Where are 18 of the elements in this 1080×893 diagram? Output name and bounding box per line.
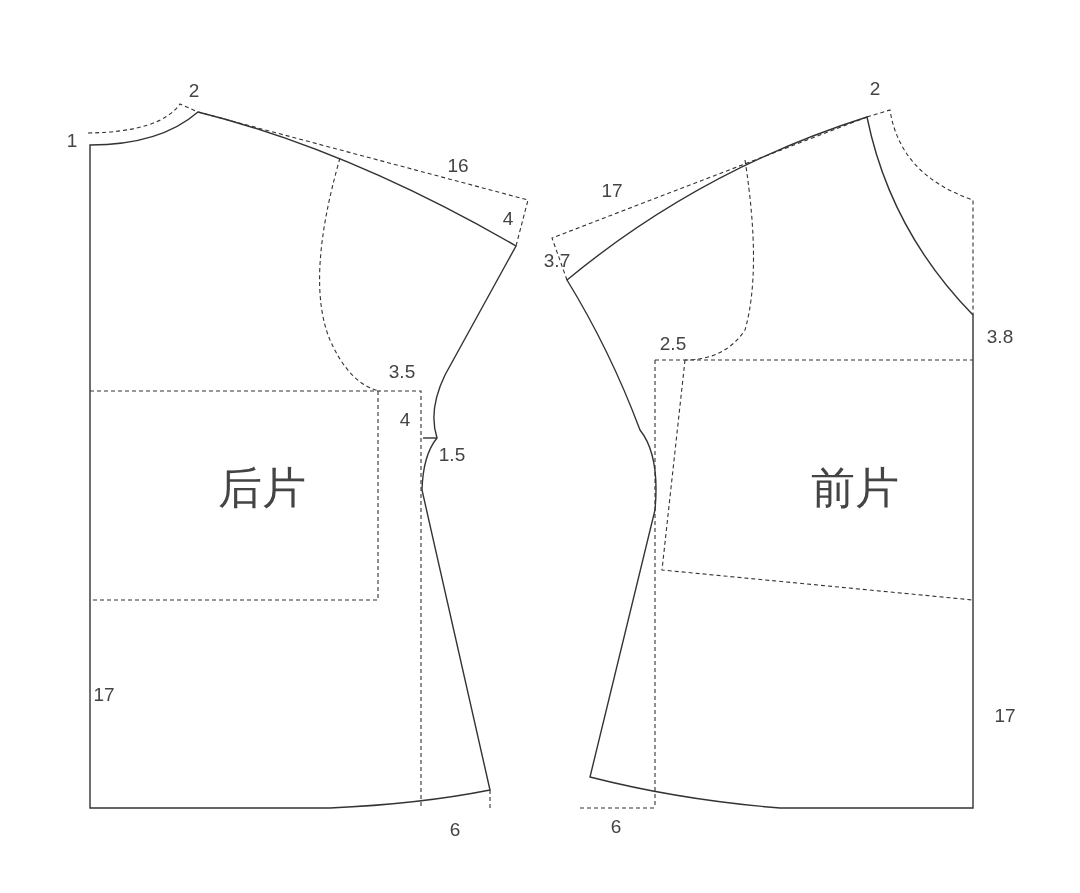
dimension-label: 17 [601, 180, 623, 200]
dimension-label: 6 [449, 819, 461, 839]
dimension-label: 前片 [811, 466, 899, 510]
dimension-label: 后片 [218, 466, 306, 510]
dimension-label: 16 [447, 155, 469, 175]
dimension-label: 3.5 [388, 361, 416, 381]
dimension-label: 17 [93, 684, 115, 704]
dimension-label: 1.5 [438, 444, 466, 464]
dimension-label: 6 [610, 816, 622, 836]
dimension-label: 1 [66, 130, 78, 150]
dimension-label: 3.8 [986, 326, 1014, 346]
dimension-label: 2.5 [659, 333, 687, 353]
dimension-label: 2 [869, 78, 881, 98]
dimension-label: 2 [188, 80, 200, 100]
dimension-label: 4 [399, 409, 411, 429]
dimension-label: 17 [994, 705, 1016, 725]
dimension-label: 4 [502, 208, 514, 228]
dimension-label: 3.7 [543, 250, 571, 270]
